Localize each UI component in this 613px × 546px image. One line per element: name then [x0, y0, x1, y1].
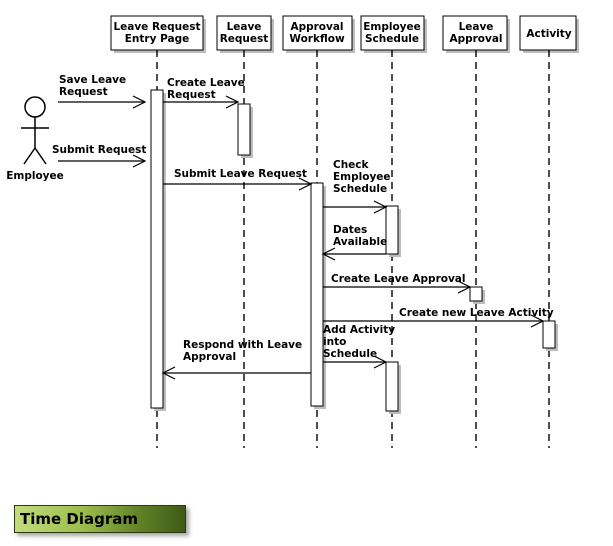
message-create-new-leave-activity: Create new Leave Activity — [323, 307, 554, 322]
arrowhead-icon — [132, 95, 147, 109]
activation-bar-leave-approval — [469, 286, 483, 302]
actor-employee: Employee — [6, 96, 64, 182]
participant-box — [442, 15, 508, 51]
banner-title: Time Diagram — [20, 510, 139, 528]
message-submit-leave-request: Submit Leave Request — [163, 168, 311, 185]
activation-bar-entry — [150, 89, 164, 409]
message-create-leave-approval: Create Leave Approval — [323, 273, 470, 288]
arrowhead-icon — [457, 280, 472, 294]
participant-box — [216, 15, 272, 51]
message-label: Submit Leave Request — [174, 168, 307, 180]
message-label: Create Leave Approval — [331, 273, 466, 285]
activation-bar-leave-request — [237, 103, 251, 156]
participant-box — [360, 15, 425, 51]
message-submit-request: Submit Request — [52, 144, 146, 162]
activation-bar-employee-schedule — [385, 361, 399, 412]
message-label: Submit Request — [52, 144, 146, 156]
arrowhead-icon — [373, 200, 388, 214]
activation-bar-approval-workflow — [310, 182, 324, 407]
participant-label: Activity — [526, 28, 571, 40]
participant-box — [282, 15, 353, 51]
participant-box — [110, 15, 204, 51]
participant-activity: Activity — [519, 15, 579, 448]
arrowhead-icon — [321, 247, 336, 261]
arrowhead-icon — [225, 95, 240, 109]
arrowhead-icon — [373, 355, 388, 369]
actor-label: Employee — [6, 170, 64, 182]
arrowhead-icon — [132, 154, 147, 168]
stick-figure-icon — [21, 96, 49, 165]
message-label: Create new Leave Activity — [399, 307, 554, 319]
time-diagram-banner: Time Diagram — [14, 505, 186, 533]
arrowhead-icon — [530, 314, 545, 328]
arrowhead-icon — [161, 366, 176, 380]
participant-box — [519, 15, 577, 51]
activation-bar-employee-schedule — [385, 205, 399, 255]
activation-bar-activity — [542, 320, 556, 349]
arrowhead-icon — [298, 177, 313, 191]
